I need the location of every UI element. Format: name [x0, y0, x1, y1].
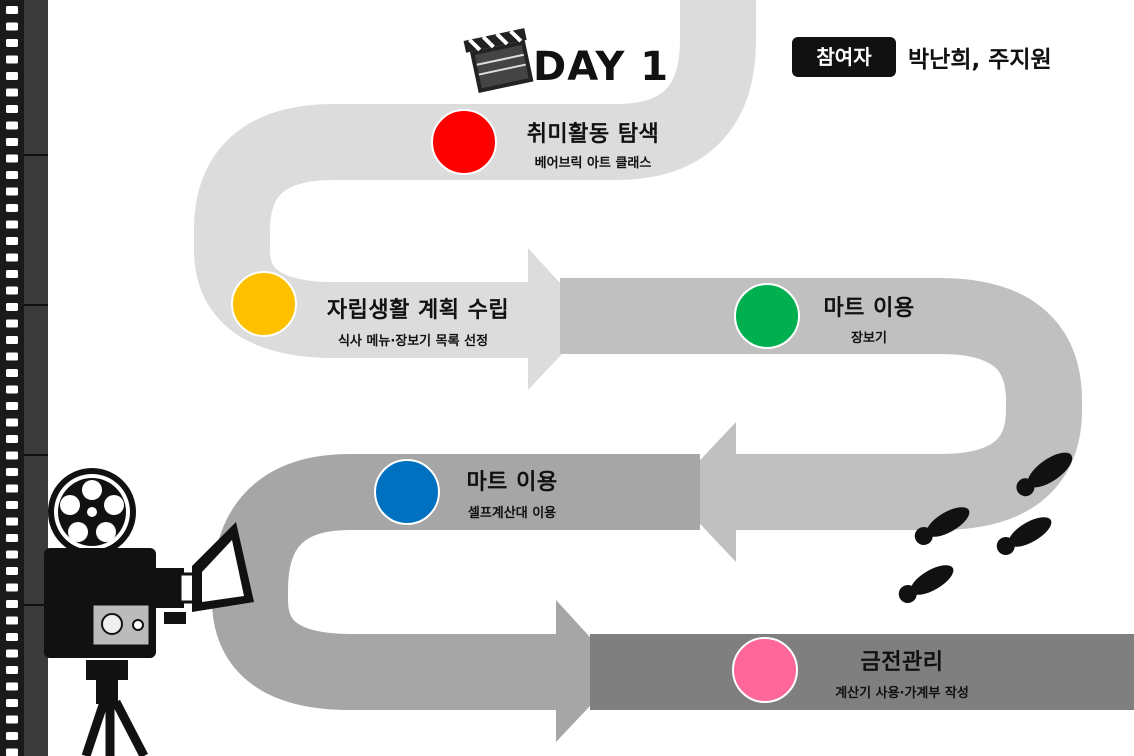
- film-hole: [6, 336, 18, 344]
- participants-badge: 참여자: [792, 37, 896, 77]
- footprints-icon: [898, 452, 1073, 603]
- road-segment-2: [560, 278, 1082, 530]
- film-hole: [6, 88, 18, 97]
- film-hole: [6, 105, 18, 113]
- film-hole: [6, 154, 18, 163]
- film-hole: [6, 682, 18, 691]
- film-hole: [6, 468, 18, 476]
- step-5-subtitle: 계산기 사용·가계부 작성: [835, 686, 969, 701]
- film-hole: [6, 517, 18, 526]
- film-hole: [6, 270, 18, 278]
- film-hole: [6, 369, 18, 377]
- film-hole: [6, 220, 18, 229]
- film-hole: [6, 319, 18, 328]
- film-hole: [6, 715, 18, 724]
- film-hole: [6, 286, 18, 295]
- film-hole: [6, 501, 18, 509]
- film-hole: [6, 237, 18, 245]
- film-hole: [6, 39, 18, 47]
- film-hole: [6, 435, 18, 443]
- film-hole: [6, 649, 18, 658]
- step-3-title: 마트 이용: [823, 296, 915, 321]
- film-hole: [6, 352, 18, 361]
- road-segment-4: [590, 634, 1134, 710]
- film-hole: [6, 55, 18, 64]
- step-3-marker: [734, 283, 800, 349]
- film-hole: [6, 138, 18, 146]
- film-hole: [6, 600, 18, 608]
- clapperboard-icon: [463, 28, 534, 93]
- film-hole: [6, 6, 18, 14]
- film-hole: [6, 402, 18, 410]
- step-5-marker: [732, 637, 798, 703]
- participants-names: 박난희, 주지원: [908, 47, 1052, 73]
- film-hole: [6, 616, 18, 625]
- film-hole: [6, 171, 18, 179]
- film-hole: [6, 550, 18, 559]
- film-hole: [6, 418, 18, 427]
- film-hole: [6, 451, 18, 460]
- film-hole: [6, 633, 18, 641]
- film-hole: [6, 732, 18, 740]
- step-1-title: 취미활동 탐색: [526, 122, 660, 147]
- film-hole: [6, 72, 18, 80]
- road-arrow-3: [556, 600, 622, 742]
- film-hole: [6, 534, 18, 542]
- road-arrow-2: [670, 422, 736, 562]
- step-markers: [231, 109, 800, 703]
- film-hole: [6, 121, 18, 130]
- film-hole: [6, 567, 18, 575]
- road: [194, 0, 1134, 742]
- step-1-marker: [431, 109, 497, 175]
- step-1-subtitle: 베어브릭 아트 클래스: [534, 156, 652, 171]
- step-4-title: 마트 이용: [466, 470, 558, 495]
- step-3-subtitle: 장보기: [851, 331, 887, 346]
- film-hole: [6, 748, 18, 756]
- step-5-title: 금전관리: [860, 650, 944, 675]
- step-4-subtitle: 셀프계산대 이용: [467, 506, 557, 521]
- step-2-subtitle: 식사 메뉴·장보기 목록 선정: [337, 334, 489, 349]
- film-hole: [6, 22, 18, 31]
- movie-camera-icon: [44, 468, 254, 756]
- film-hole: [6, 385, 18, 394]
- film-hole: [6, 187, 18, 196]
- film-hole: [6, 666, 18, 674]
- film-hole: [6, 484, 18, 493]
- film-hole: [6, 253, 18, 262]
- step-4-marker: [374, 459, 440, 525]
- film-hole: [6, 583, 18, 592]
- step-2-title: 자립생활 계획 수립: [326, 298, 510, 323]
- day-title: DAY 1: [533, 44, 670, 90]
- film-strip: [0, 0, 48, 756]
- film-hole: [6, 699, 18, 707]
- film-hole: [6, 204, 18, 212]
- film-hole: [6, 303, 18, 311]
- step-2-marker: [231, 271, 297, 337]
